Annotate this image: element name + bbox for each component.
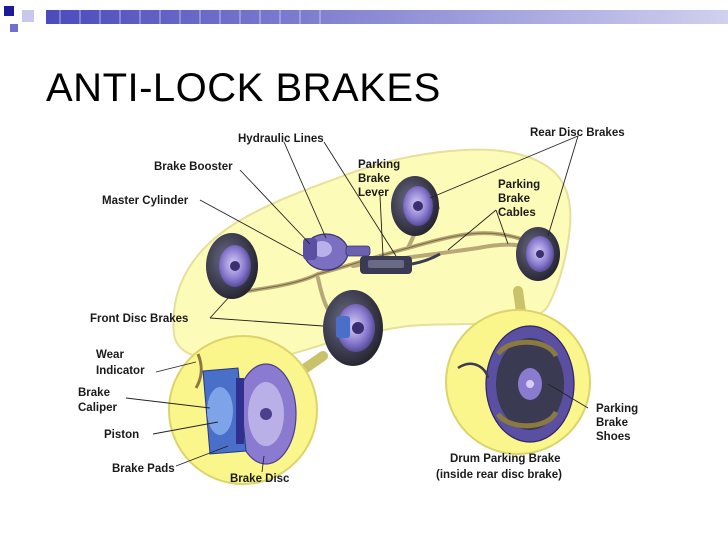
rear-right-wheel xyxy=(391,176,439,236)
car-body-outline xyxy=(172,148,572,362)
disc-brake-closeup xyxy=(168,335,328,485)
label-drum-parking-brake-2: (inside rear disc brake) xyxy=(436,469,562,481)
label-wear-indicator-2: Indicator xyxy=(96,365,145,377)
label-parking-brake-lever-2: Brake xyxy=(358,173,390,185)
label-hydraulic-lines: Hydraulic Lines xyxy=(238,133,324,145)
label-wear-indicator-1: Wear xyxy=(96,349,124,361)
label-parking-brake-shoes-3: Shoes xyxy=(596,431,631,443)
leader-lines xyxy=(125,135,589,473)
drum-brake-closeup xyxy=(445,286,591,455)
rear-left-wheel xyxy=(516,227,560,281)
front-right-wheel xyxy=(323,290,383,366)
label-parking-brake-lever-1: Parking xyxy=(358,159,400,171)
label-parking-brake-cables-3: Cables xyxy=(498,207,536,219)
label-drum-parking-brake-1: Drum Parking Brake xyxy=(450,453,561,465)
brake-booster-assembly xyxy=(303,233,371,271)
label-brake-pads: Brake Pads xyxy=(112,463,175,475)
label-brake-caliper-2: Caliper xyxy=(78,402,118,414)
label-brake-caliper-1: Brake xyxy=(78,387,110,399)
brake-system-illustration: Hydraulic Lines Rear Disc Brakes Brake B… xyxy=(78,127,638,485)
label-brake-booster: Brake Booster xyxy=(154,161,233,173)
label-parking-brake-cables-1: Parking xyxy=(498,179,540,191)
label-master-cylinder: Master Cylinder xyxy=(102,195,189,207)
front-left-wheel xyxy=(206,233,258,299)
label-parking-brake-shoes-1: Parking xyxy=(596,403,638,415)
label-brake-disc: Brake Disc xyxy=(230,473,290,485)
label-piston: Piston xyxy=(104,429,139,441)
label-rear-disc-brakes: Rear Disc Brakes xyxy=(530,127,625,139)
parking-brake-lever-part xyxy=(360,252,441,274)
label-parking-brake-shoes-2: Brake xyxy=(596,417,628,429)
label-parking-brake-cables-2: Brake xyxy=(498,193,530,205)
label-parking-brake-lever-3: Lever xyxy=(358,187,389,199)
header-decoration-bar xyxy=(4,6,728,32)
label-front-disc-brakes: Front Disc Brakes xyxy=(90,313,188,325)
slide-title: ANTI-LOCK BRAKES xyxy=(46,66,441,110)
